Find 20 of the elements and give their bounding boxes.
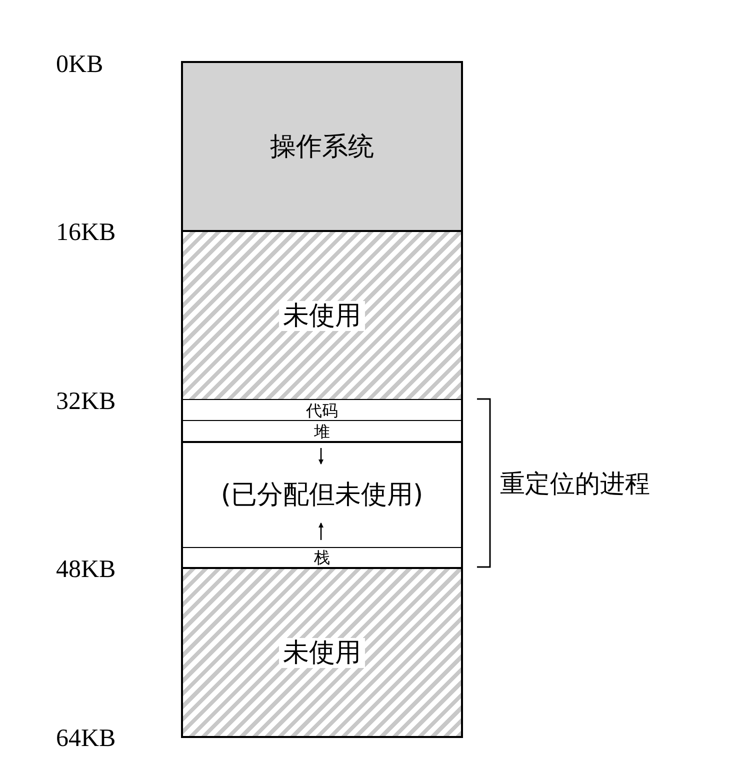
- address-label: 64KB: [56, 726, 116, 751]
- region-label: 栈: [314, 550, 330, 566]
- address-label: 32KB: [56, 389, 116, 414]
- region-label: 未使用: [279, 638, 365, 668]
- bracket-label: 重定位的进程: [500, 471, 650, 496]
- heap-segment: [181, 420, 463, 443]
- region-label: 堆: [314, 424, 330, 440]
- os-region: [181, 61, 463, 232]
- address-label: 16KB: [56, 220, 116, 245]
- address-label: 48KB: [56, 557, 116, 582]
- unused-region: [181, 567, 463, 738]
- free-region: [181, 441, 463, 549]
- code-segment: [181, 399, 463, 422]
- region-label: (已分配但未使用): [220, 482, 424, 508]
- stack-segment: [181, 547, 463, 569]
- unused-region: [181, 230, 463, 401]
- region-label: 代码: [306, 402, 338, 418]
- region-label: 未使用: [279, 300, 365, 330]
- address-label: 0KB: [56, 52, 104, 77]
- region-label: 操作系统: [270, 134, 374, 160]
